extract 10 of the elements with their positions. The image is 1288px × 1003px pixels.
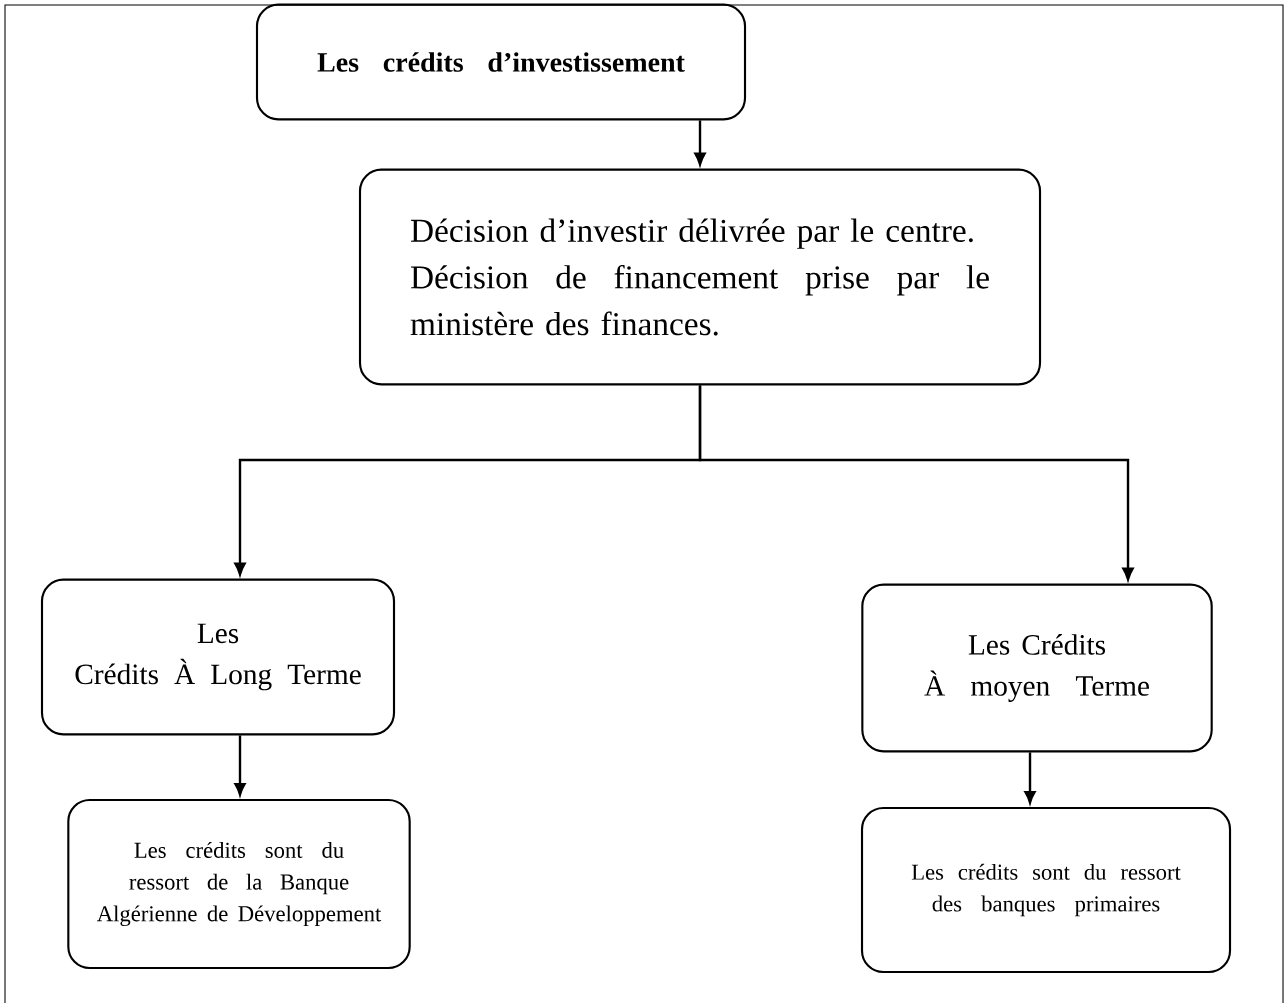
process-box: Les Crédits À Long Terme <box>40 578 396 736</box>
arrow <box>234 735 246 796</box>
process-box: Les crédits sont du ressort des banques primaires <box>860 806 1232 974</box>
arrow <box>698 385 1134 581</box>
arrow <box>1024 752 1036 804</box>
process-box: Les crédits sont du ressort de la Banque Algérienne de Développement <box>67 798 411 970</box>
title-box: Les crédits d’investissement <box>255 3 747 121</box>
process-box: Les Crédits À moyen Terme <box>861 583 1213 753</box>
arrow <box>694 120 706 166</box>
process-box: Décision d’investir délivrée par le centre. Décision de financement prise par le ministère des finances. <box>358 168 1042 386</box>
